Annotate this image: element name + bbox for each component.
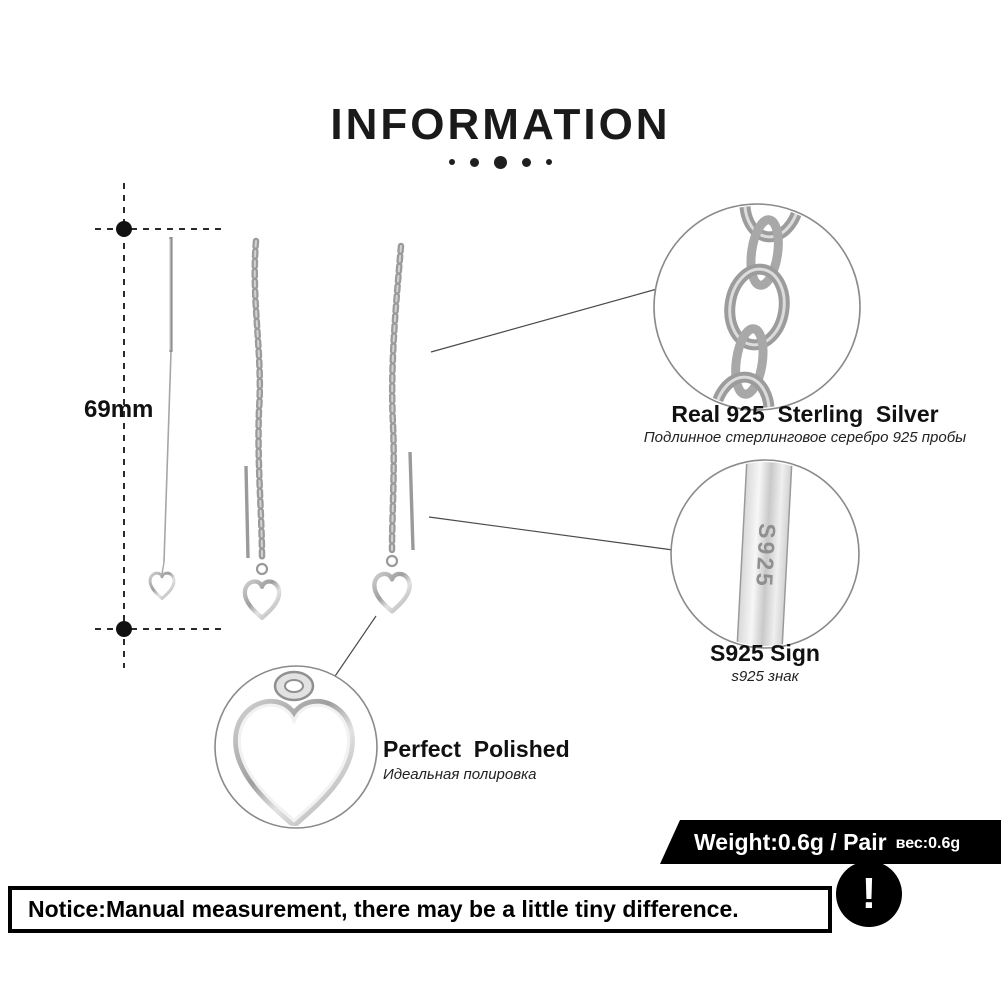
earring-chain-left: [245, 237, 279, 618]
dot-icon: [494, 155, 507, 169]
measure-dot-top: [116, 221, 132, 237]
exclamation-mark: !: [861, 869, 877, 918]
notice-text: Notice:Manual measurement, there may be …: [28, 896, 739, 922]
weight-banner: Weight:0.6g / Pair вес:0.6g: [660, 820, 1001, 864]
notice-bar: Notice:Manual measurement, there may be …: [8, 886, 832, 933]
callout-polish-subtitle: Идеальная полировка: [383, 766, 537, 783]
magnifier-s925-closeup: S925: [670, 459, 860, 649]
dot-icon: [470, 157, 479, 167]
earring-threader-pin: [148, 237, 176, 600]
callout-silver-subtitle: Подлинное стерлинговое серебро 925 пробы: [643, 429, 967, 446]
separator-dots-icon: [0, 152, 1001, 172]
dot-icon: [522, 157, 531, 167]
dot-icon: [546, 159, 552, 165]
callout-lines: [328, 288, 674, 686]
dot-icon: [449, 159, 455, 165]
exclamation-icon: !: [836, 861, 902, 927]
weight-main-text: Weight:0.6g / Pair: [694, 828, 887, 855]
callout-sign-title: S925 Sign: [710, 640, 820, 666]
weight-secondary-text: вес:0.6g: [895, 835, 961, 852]
callout-polish-title: Perfect Polished: [383, 736, 570, 762]
earring-chain-right: [374, 242, 415, 611]
measurement-guides: [95, 183, 224, 668]
measure-dot-bottom: [116, 621, 132, 637]
measurement-label: 69mm: [84, 396, 154, 423]
magnifier-heart-closeup: [214, 665, 378, 829]
callout-sign-subtitle: s925 знак: [731, 668, 799, 685]
page-title: INFORMATION: [330, 100, 671, 149]
magnifier-chain-closeup: [653, 203, 861, 411]
engraving-s925: S925: [751, 523, 780, 590]
callout-silver-title: Real 925 Sterling Silver: [671, 401, 939, 427]
